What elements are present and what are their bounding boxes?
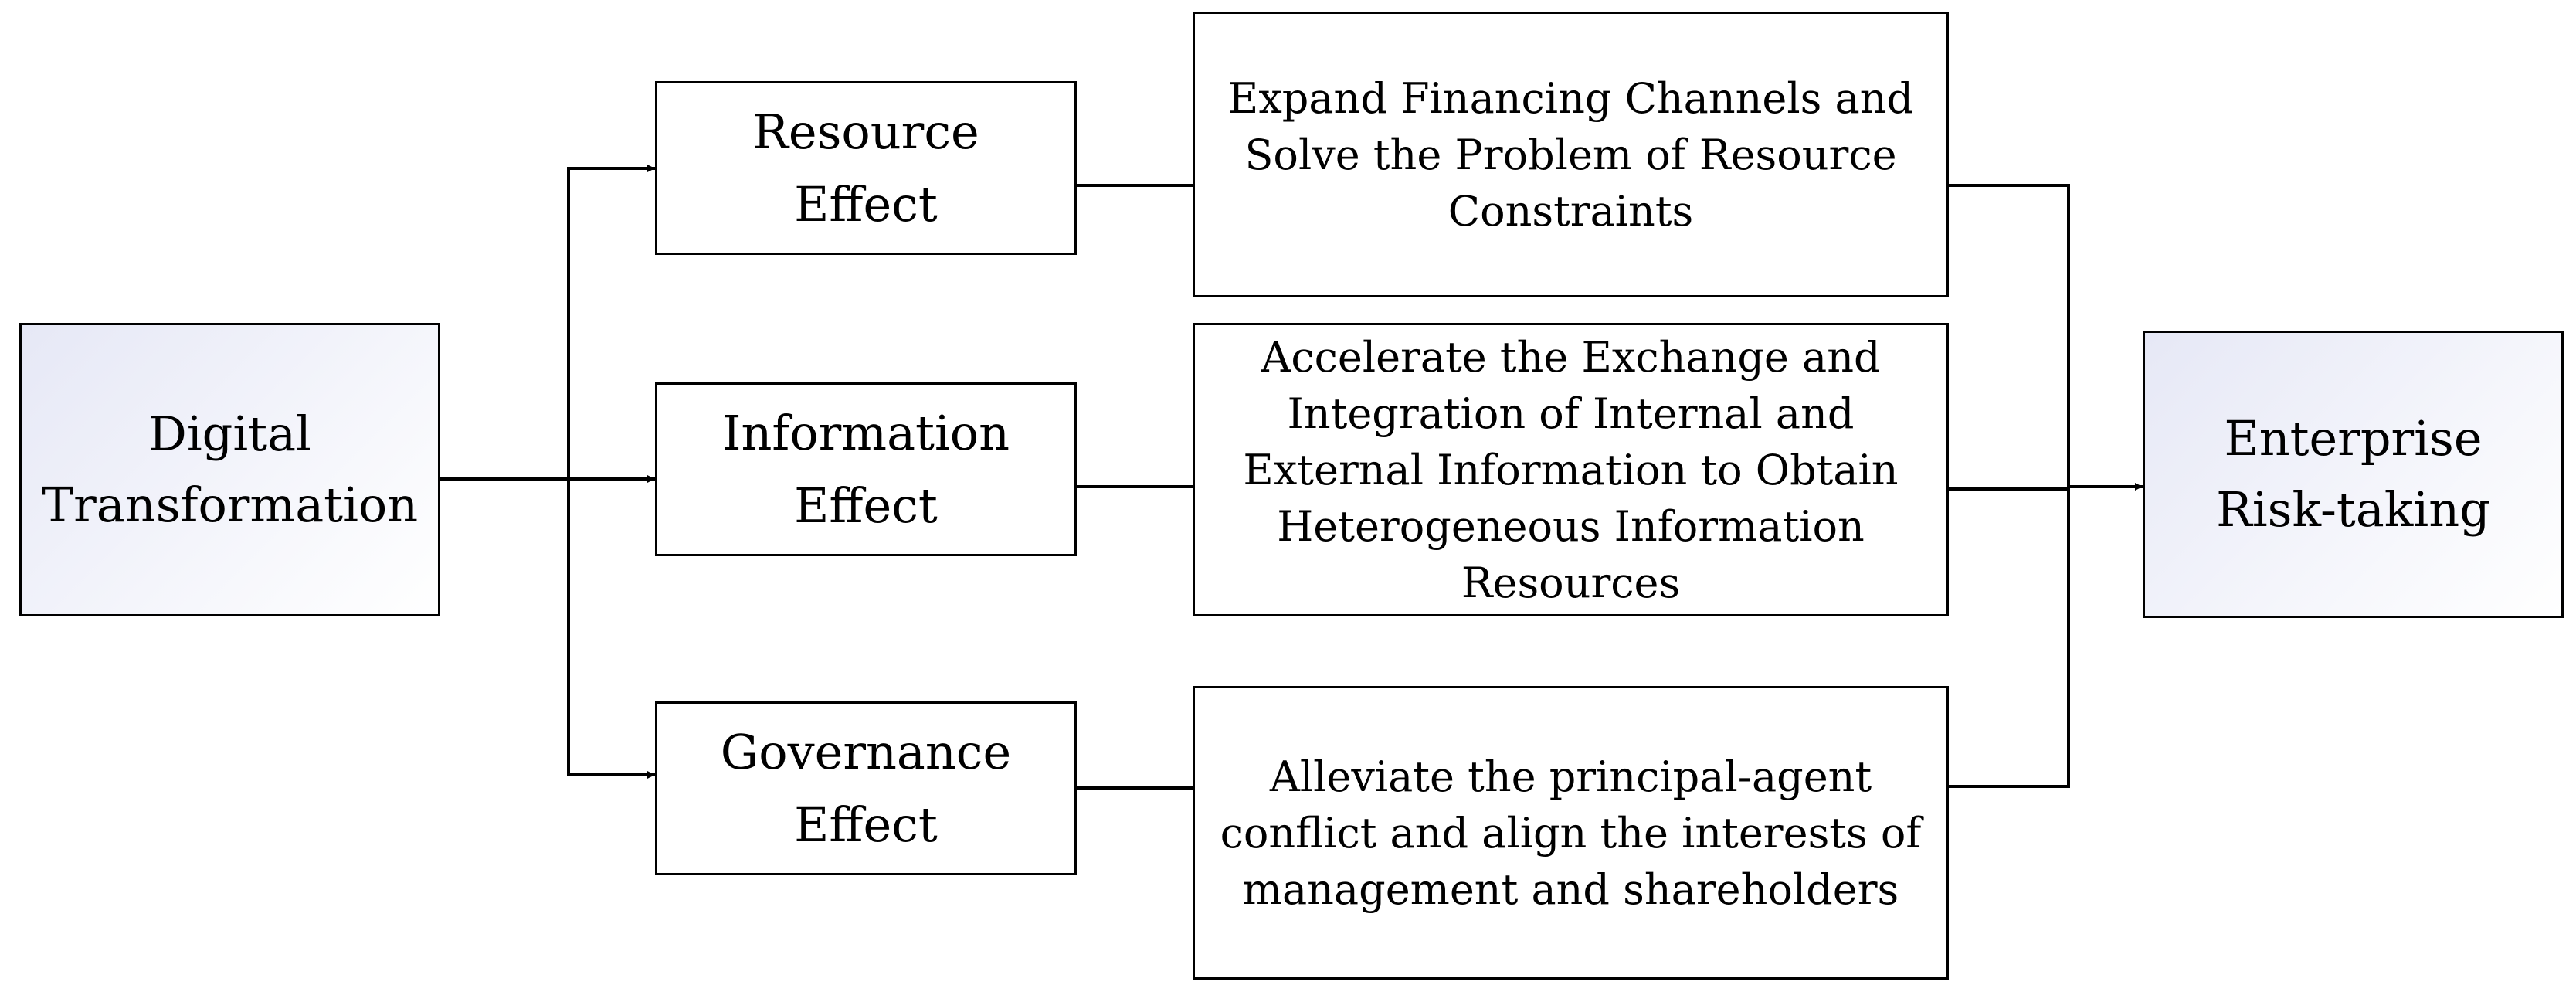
- information-effect-label: Information Effect: [721, 404, 1010, 534]
- resource-effect-box: Resource Effect: [655, 81, 1077, 255]
- governance-detail-box: Alleviate the principal-agent conflict a…: [1193, 686, 1949, 980]
- information-detail-box: Accelerate the Exchange and Integration …: [1193, 323, 1949, 616]
- target-box: Enterprise Risk-taking: [2143, 331, 2564, 618]
- target-label: Enterprise Risk-taking: [2216, 410, 2490, 538]
- information-effect-box: Information Effect: [655, 382, 1077, 556]
- source-label: Digital Transformation: [41, 406, 419, 533]
- governance-effect-label: Governance Effect: [720, 723, 1012, 853]
- source-box: Digital Transformation: [19, 323, 440, 616]
- resource-detail-box: Expand Financing Channels and Solve the …: [1193, 12, 1949, 297]
- governance-detail-text: Alleviate the principal-agent conflict a…: [1220, 752, 1922, 914]
- governance-effect-box: Governance Effect: [655, 701, 1077, 875]
- resource-detail-text: Expand Financing Channels and Solve the …: [1227, 73, 1914, 236]
- resource-effect-label: Resource Effect: [752, 103, 979, 233]
- information-detail-text: Accelerate the Exchange and Integration …: [1243, 332, 1899, 607]
